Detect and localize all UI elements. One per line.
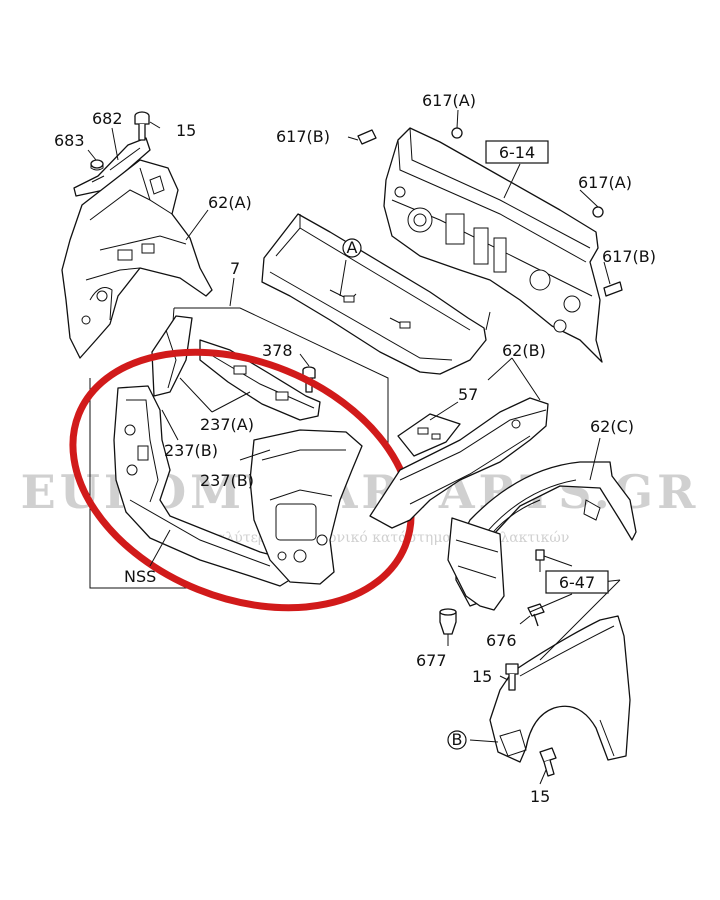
part-15-bolt-mid-icon[interactable] [505, 663, 519, 691]
part-splash-shield[interactable] [447, 517, 505, 611]
label-617a-right[interactable]: 617(A) [578, 173, 632, 192]
label-15-bottom[interactable]: 15 [530, 787, 550, 806]
part-labels: 682 683 15 617(B) 617(A) 6-14 617(A) 617… [54, 91, 656, 806]
label-6-47: 6-47 [559, 573, 595, 592]
label-b-circle[interactable]: B [447, 730, 467, 750]
part-237b-headlamp-bracket[interactable] [249, 429, 363, 585]
label-62b[interactable]: 62(B) [502, 341, 546, 360]
part-6-47-clip-icon[interactable] [535, 549, 545, 572]
label-378[interactable]: 378 [262, 341, 293, 360]
part-683-clip-icon[interactable] [90, 159, 104, 171]
label-a: A [347, 238, 358, 257]
label-62c[interactable]: 62(C) [590, 417, 634, 436]
part-front-fender[interactable] [489, 615, 631, 763]
part-57-bracket[interactable] [397, 413, 461, 457]
part-677-clip-icon[interactable] [439, 608, 457, 635]
label-b: B [452, 730, 463, 749]
label-a-circle[interactable]: A [342, 238, 362, 258]
label-7[interactable]: 7 [230, 259, 240, 278]
label-683[interactable]: 683 [54, 131, 85, 150]
label-617b-left[interactable]: 617(B) [276, 127, 330, 146]
label-6-14: 6-14 [499, 143, 535, 162]
label-nss[interactable]: NSS [124, 567, 156, 586]
part-617b-left-plug-icon[interactable] [357, 129, 377, 145]
part-62b-side-member[interactable] [369, 397, 549, 529]
highlight-ring [69, 348, 415, 612]
label-617b-right[interactable]: 617(B) [602, 247, 656, 266]
part-682-bracket[interactable] [73, 137, 151, 197]
part-62a-apron-left[interactable] [61, 159, 213, 359]
label-677[interactable]: 677 [416, 651, 447, 670]
label-682[interactable]: 682 [92, 109, 123, 128]
part-237a-upper-tie-bar[interactable] [199, 339, 321, 421]
label-15-mid[interactable]: 15 [472, 667, 492, 686]
label-617a-top[interactable]: 617(A) [422, 91, 476, 110]
label-62a[interactable]: 62(A) [208, 193, 252, 212]
part-617a-right-grommet-icon[interactable] [592, 206, 604, 218]
label-237b-left[interactable]: 237(B) [164, 441, 218, 460]
label-237b-mid[interactable]: 237(B) [200, 471, 254, 490]
label-237a[interactable]: 237(A) [200, 415, 254, 434]
label-57[interactable]: 57 [458, 385, 478, 404]
label-6-14-box[interactable]: 6-14 [485, 140, 549, 164]
part-676-screw-icon[interactable] [527, 603, 545, 627]
part-617a-top-grommet-icon[interactable] [451, 127, 463, 139]
part-617b-right-plug-icon[interactable] [603, 281, 623, 297]
label-676[interactable]: 676 [486, 631, 517, 650]
label-15-top[interactable]: 15 [176, 121, 196, 140]
part-6-14-dash-panel[interactable] [383, 127, 603, 363]
label-6-47-box[interactable]: 6-47 [545, 570, 609, 594]
part-15-bolt-bottom-icon[interactable] [539, 747, 557, 777]
part-15-bolt-top-icon[interactable] [134, 111, 150, 141]
